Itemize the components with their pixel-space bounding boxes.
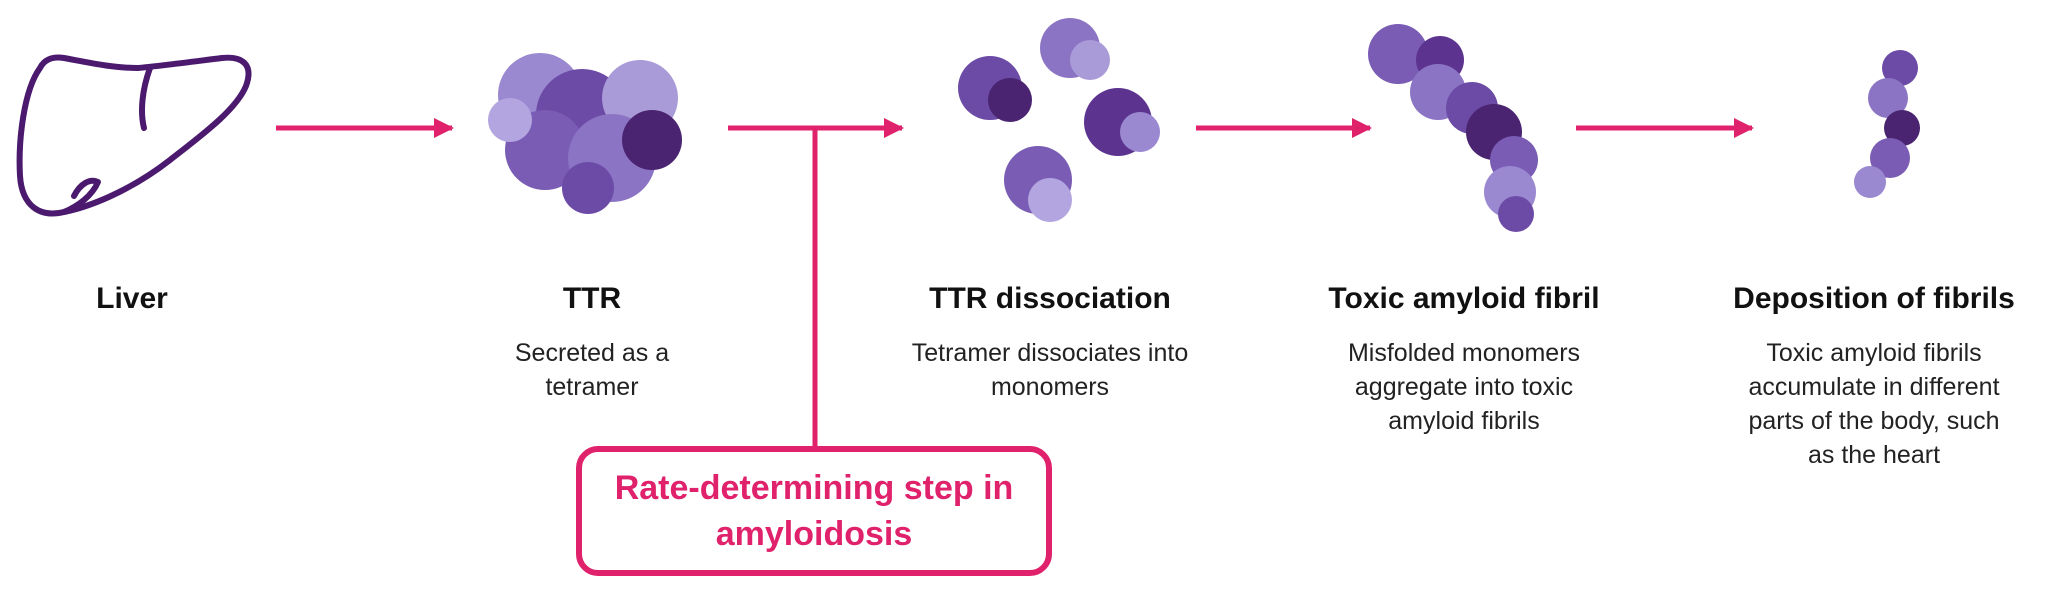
liver-icon xyxy=(16,54,252,217)
stage-title-liver: Liver xyxy=(96,282,168,315)
amyloid-fibril-icon xyxy=(1368,24,1538,232)
stage-title-deposition-of-fibrils: Deposition of fibrils xyxy=(1733,282,2015,315)
ttr-tetramer-icon xyxy=(488,53,682,214)
stage-desc-ttr: Secreted as a tetramer xyxy=(514,339,670,401)
stage-title-ttr-dissociation: TTR dissociation xyxy=(929,282,1171,315)
stage-title-ttr: TTR xyxy=(562,282,622,315)
callout-label: Rate-determining step in amyloidosis xyxy=(614,469,1014,553)
stage-desc-deposition-of-fibrils: Toxic amyloid fibrils accumulate in diff… xyxy=(1748,339,2000,469)
stage-desc-ttr-dissociation: Tetramer dissociates into monomers xyxy=(911,339,1189,401)
stage-title-toxic-amyloid-fibril: Toxic amyloid fibril xyxy=(1328,282,1600,315)
fibril-deposit-icon xyxy=(1854,50,1920,198)
pathway-arrows xyxy=(276,118,1754,446)
stage-desc-toxic-amyloid-fibril: Misfolded monomers aggregate into toxic … xyxy=(1347,339,1581,435)
ttr-monomers-icon xyxy=(958,18,1160,222)
rate-determining-step-callout: Rate-determining step in amyloidosis xyxy=(576,446,1052,576)
